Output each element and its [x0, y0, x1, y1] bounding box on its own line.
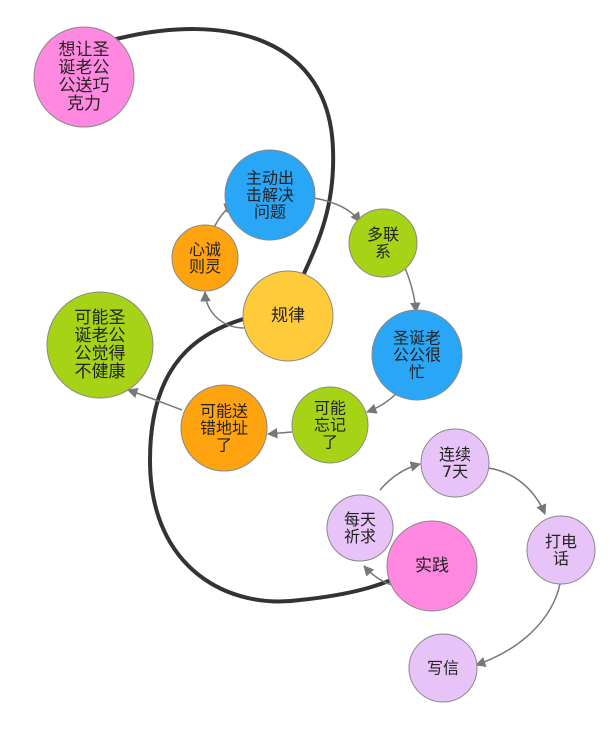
node-contact[interactable]: 多联系 [348, 208, 418, 278]
node-guilu[interactable]: 规律 [242, 270, 334, 362]
node-busy-circle [371, 309, 463, 401]
main-curves [111, 27, 422, 604]
node-busy-line-3: 忙 [409, 362, 425, 381]
node-sincere-circle [171, 224, 239, 292]
node-want-santa-circle [33, 26, 135, 128]
node-seven-days-line-2: 7天 [442, 462, 468, 481]
node-want-santa-line-3: 公送巧 [59, 76, 110, 96]
node-want-santa-line-2: 诞老公 [59, 58, 110, 78]
node-busy-line-2: 公公很 [393, 346, 441, 365]
node-contact-line-2: 系 [375, 242, 391, 261]
node-guilu-line-1: 规律 [271, 306, 305, 326]
node-initiative-line-1: 主动出 [246, 169, 294, 188]
node-forget-line-2: 忘记 [314, 416, 346, 435]
node-forget-line-1: 可能 [314, 399, 346, 418]
node-practice[interactable]: 实践 [386, 520, 478, 612]
node-forget-line-3: 了 [322, 432, 338, 451]
node-practice-circle [386, 520, 478, 612]
node-wrong-addr-line-1: 可能送 [200, 402, 248, 421]
arrow-seven-to-call [487, 467, 547, 515]
node-forget-circle [291, 386, 369, 464]
arrow-call-to-letter [475, 583, 561, 667]
arrows [127, 197, 561, 667]
node-letter[interactable]: 写信 [408, 633, 478, 703]
node-unhealthy-circle [46, 291, 154, 399]
node-sincere-line-2: 则灵 [189, 257, 221, 276]
nodes-layer: 想让圣诞老公公送巧克力主动出击解决问题心诚则灵多联系规律圣诞老公公很忙可能圣诞老… [33, 26, 596, 703]
upper-curve [111, 27, 336, 311]
node-busy-line-1: 圣诞老 [393, 329, 441, 348]
node-call-line-1: 打电 [545, 532, 577, 551]
node-call-circle [526, 515, 596, 585]
node-guilu-circle [242, 270, 334, 362]
node-daily-pray-line-2: 祈求 [344, 527, 376, 546]
node-initiative-line-2: 击解决 [246, 186, 294, 205]
arrow-contact-to-busy [404, 267, 421, 314]
arrow-guilu-to-sincere [200, 290, 245, 329]
node-want-santa-line-4: 克力 [67, 94, 101, 114]
arrow-initiative-to-contact [313, 197, 361, 223]
node-unhealthy-line-4: 不健康 [75, 362, 126, 382]
node-unhealthy-line-3: 公觉得 [75, 344, 126, 364]
node-daily-pray-line-1: 每天 [344, 510, 376, 529]
node-initiative-line-3: 问题 [254, 202, 286, 221]
node-call[interactable]: 打电话 [526, 515, 596, 585]
node-daily-pray-circle [326, 494, 394, 562]
arrow-forget-to-wrong [266, 427, 293, 439]
node-call-line-2: 话 [553, 549, 569, 568]
node-practice-line-1: 实践 [415, 556, 449, 576]
node-want-santa-line-1: 想让圣 [59, 40, 110, 60]
node-seven-days-line-1: 连续 [439, 445, 471, 464]
node-sincere-line-1: 心诚 [189, 240, 221, 259]
node-letter-line-1: 写信 [427, 659, 459, 678]
arrow-busy-to-forget [366, 391, 399, 414]
node-initiative-circle [224, 149, 316, 241]
node-unhealthy-line-2: 诞老公 [75, 326, 126, 346]
node-wrong-addr-circle [180, 384, 268, 472]
node-seven-days-circle [420, 428, 490, 498]
arrow-practice-to-daily [363, 565, 393, 586]
node-wrong-addr-line-3: 了 [216, 435, 232, 454]
node-contact-circle [348, 208, 418, 278]
node-letter-circle [408, 633, 478, 703]
node-contact-line-1: 多联 [367, 225, 399, 244]
lower-curve [147, 308, 422, 604]
node-unhealthy-line-1: 可能圣 [75, 308, 126, 328]
arrow-daily-to-seven [379, 461, 422, 491]
arrow-wrong-to-unhealthy [127, 388, 183, 411]
node-wrong-addr-line-2: 错地址 [200, 419, 248, 438]
